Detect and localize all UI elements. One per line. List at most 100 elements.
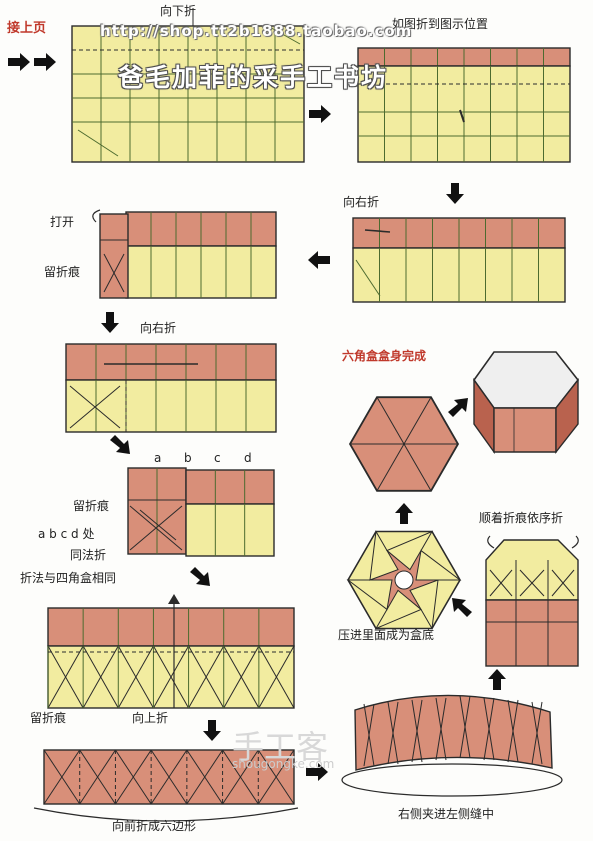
fold-to-position-label: 如图折到图示位置 xyxy=(392,17,489,31)
step9-x xyxy=(363,703,375,767)
step7-x xyxy=(152,645,190,709)
step9-arrow xyxy=(306,763,328,781)
step7-arrow xyxy=(190,567,210,586)
abcd-label-d: d xyxy=(244,451,252,465)
step6-x xyxy=(129,505,183,551)
step10-top xyxy=(485,539,579,601)
site-url-watermark: shougongke.com xyxy=(232,757,335,771)
box-right-face xyxy=(555,377,579,455)
keep-crease-label-1: 留折痕 xyxy=(44,265,81,279)
step8-curl-curve xyxy=(33,807,299,822)
step12-spoke xyxy=(403,396,432,445)
step4-open-curve xyxy=(92,209,101,223)
step9-x xyxy=(411,699,423,763)
step6-paper xyxy=(185,503,275,557)
step7-x xyxy=(117,645,154,709)
step8-diag xyxy=(240,776,259,805)
continue-prev-label: 接上页 xyxy=(7,21,47,36)
step8-diag xyxy=(257,749,277,778)
fold-along-creases-label: 顺着折痕依序折 xyxy=(479,511,564,525)
step10-curl xyxy=(487,535,495,549)
step7-x xyxy=(188,645,225,709)
step5-pink-band xyxy=(65,343,277,381)
step8-diag xyxy=(168,749,188,778)
step9-x xyxy=(387,701,399,765)
step8-diag xyxy=(61,749,81,778)
step8-diag xyxy=(132,776,152,805)
shop-url-watermark: http://shop.tt2b1888.taobao.com xyxy=(100,22,413,40)
step8-diag xyxy=(150,749,170,778)
step11-center xyxy=(394,570,414,590)
continue-arrow-1 xyxy=(8,53,30,71)
fold-forward-hex-label: 向前折成六边形 xyxy=(112,819,197,833)
step8-diag xyxy=(115,776,134,805)
step3-fold-stroke xyxy=(364,229,391,233)
abcd-label-c: c xyxy=(214,451,221,465)
step10-arrow-up xyxy=(488,669,506,690)
step4-flap xyxy=(99,213,129,299)
step10-x xyxy=(489,569,513,597)
tuck-right-into-left-label: 右侧夹进左侧缝中 xyxy=(398,807,495,821)
hex-body-done-label: 六角盒盒身完成 xyxy=(342,349,427,363)
step12-spoke xyxy=(403,443,432,492)
step8-arrow-down xyxy=(203,720,221,741)
step8-diag xyxy=(97,749,116,778)
continue-arrow-2 xyxy=(34,53,56,71)
step9-curved-strip xyxy=(354,694,553,771)
fold-down-label: 向下折 xyxy=(160,4,197,18)
step3-diag xyxy=(355,259,381,297)
step8-diag xyxy=(222,776,241,805)
step8-diag xyxy=(150,776,170,805)
step7-x xyxy=(82,645,119,709)
step8-diag xyxy=(79,776,98,805)
step6-arrow xyxy=(110,435,130,454)
open-label: 打开 xyxy=(50,215,75,229)
step6-pink-band xyxy=(185,469,275,505)
step9-x xyxy=(435,697,447,761)
step8-diag xyxy=(275,776,295,805)
step8-diag xyxy=(275,749,295,778)
keep-crease-label-3: 留折痕 xyxy=(30,711,67,725)
fold-up-label: 向上折 xyxy=(132,711,169,725)
step8-diag xyxy=(61,776,81,805)
keep-crease-label-2: 留折痕 xyxy=(73,499,110,513)
step4-crease-x xyxy=(103,253,125,293)
step5-x xyxy=(69,385,121,429)
step7-pink-band xyxy=(47,607,295,647)
step8-diag xyxy=(204,776,223,805)
press-in-bottom-label: 压进里面成为盒底 xyxy=(338,628,435,642)
step8-diag xyxy=(204,749,223,778)
step3-arrow-down xyxy=(446,183,464,204)
step2-mark xyxy=(459,109,465,123)
step5-paper xyxy=(65,379,277,433)
step10-x xyxy=(551,569,575,597)
fold-right-label-2: 向右折 xyxy=(140,321,177,335)
step11-petal xyxy=(415,549,462,581)
step7-x xyxy=(47,645,84,709)
step8-diag xyxy=(257,776,277,805)
step10-x xyxy=(519,569,545,597)
step9-x xyxy=(459,695,471,759)
step10-body xyxy=(485,599,579,667)
step9-x xyxy=(483,697,495,761)
same-fold-label: 同法折 xyxy=(70,548,107,562)
abcd-label-a: a xyxy=(154,451,162,465)
step8-diag xyxy=(43,749,63,778)
same-as-square-label: 折法与四角盒相同 xyxy=(20,571,117,585)
step8-diag xyxy=(186,749,206,778)
step8-diag xyxy=(97,776,116,805)
step9-loop-curve xyxy=(341,763,563,797)
step11-arrow xyxy=(452,598,472,617)
step7-fold-arrowhead xyxy=(168,594,180,604)
step12-spoke xyxy=(376,443,405,492)
step2-arrow xyxy=(309,105,331,123)
step8-diag xyxy=(186,776,206,805)
step12-arrow-up xyxy=(395,503,413,524)
shop-name-watermark: 爸毛加菲的采手工书坊 xyxy=(118,63,389,92)
site-cn-watermark: 手工客 xyxy=(232,728,329,766)
step8-diag xyxy=(115,749,134,778)
step6-x2 xyxy=(139,509,177,541)
step13-arrow xyxy=(448,398,468,417)
step7-x xyxy=(223,645,260,709)
